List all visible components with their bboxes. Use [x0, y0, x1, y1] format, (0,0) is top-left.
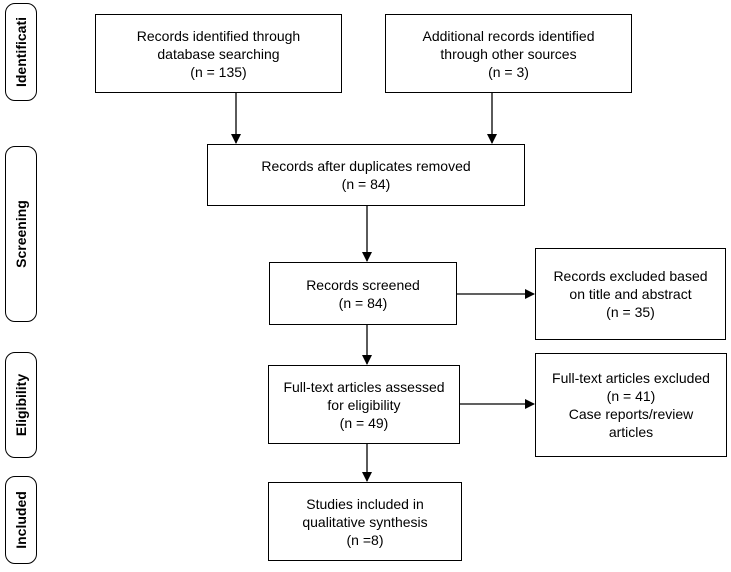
- box-records-screened: Records screened (n = 84): [269, 262, 457, 325]
- box-studies-included: Studies included in qualitative synthesi…: [268, 482, 462, 561]
- phase-included: Included: [5, 476, 37, 564]
- box-database-line2: database searching: [157, 45, 280, 62]
- box-database-line1: Records identified through: [136, 27, 301, 44]
- box-fulltext-assessed: Full-text articles assessed for eligibil…: [268, 365, 460, 444]
- box-fulltext-excluded-line1: Full-text articles excluded: [552, 370, 710, 386]
- phase-identification: Identificati: [5, 3, 37, 101]
- box-screened-count: (n = 84): [338, 294, 388, 311]
- box-fulltext-line1: Full-text articles assessed: [283, 378, 445, 395]
- box-fulltext-excluded-count: (n = 41): [606, 388, 656, 404]
- box-other-line1: Additional records identified: [422, 27, 595, 44]
- box-duplicates-line1: Records after duplicates removed: [261, 158, 471, 174]
- box-fulltext-excluded-line3: Case reports/review: [568, 406, 694, 422]
- box-fulltext-excluded: Full-text articles excluded (n = 41) Cas…: [535, 353, 727, 457]
- box-excluded-title-count: (n = 35): [606, 304, 655, 320]
- box-duplicates-count: (n = 84): [341, 176, 391, 192]
- box-excluded-title-line2: on title and abstract: [569, 286, 692, 302]
- box-fulltext-count: (n = 49): [339, 414, 389, 431]
- box-excluded-title-abstract: Records excluded based on title and abst…: [535, 248, 726, 340]
- box-other-sources: Additional records identified through ot…: [385, 14, 632, 93]
- box-excluded-title-line1: Records excluded based: [553, 268, 708, 284]
- box-after-duplicates: Records after duplicates removed (n = 84…: [207, 144, 525, 206]
- box-included-line2: qualitative synthesis: [302, 513, 428, 530]
- box-database-records: Records identified through database sear…: [95, 14, 342, 93]
- phase-screening: Screening: [5, 146, 37, 322]
- box-other-line2: through other sources: [440, 45, 577, 62]
- phase-eligibility: Eligibility: [5, 352, 37, 458]
- box-database-count: (n = 135): [190, 63, 247, 80]
- box-other-count: (n = 3): [488, 63, 529, 80]
- box-fulltext-excluded-line4: articles: [608, 424, 654, 440]
- box-fulltext-line2: for eligibility: [327, 396, 401, 413]
- box-included-count: (n =8): [346, 531, 384, 548]
- box-included-line1: Studies included in: [306, 495, 424, 512]
- box-screened-line1: Records screened: [306, 276, 420, 293]
